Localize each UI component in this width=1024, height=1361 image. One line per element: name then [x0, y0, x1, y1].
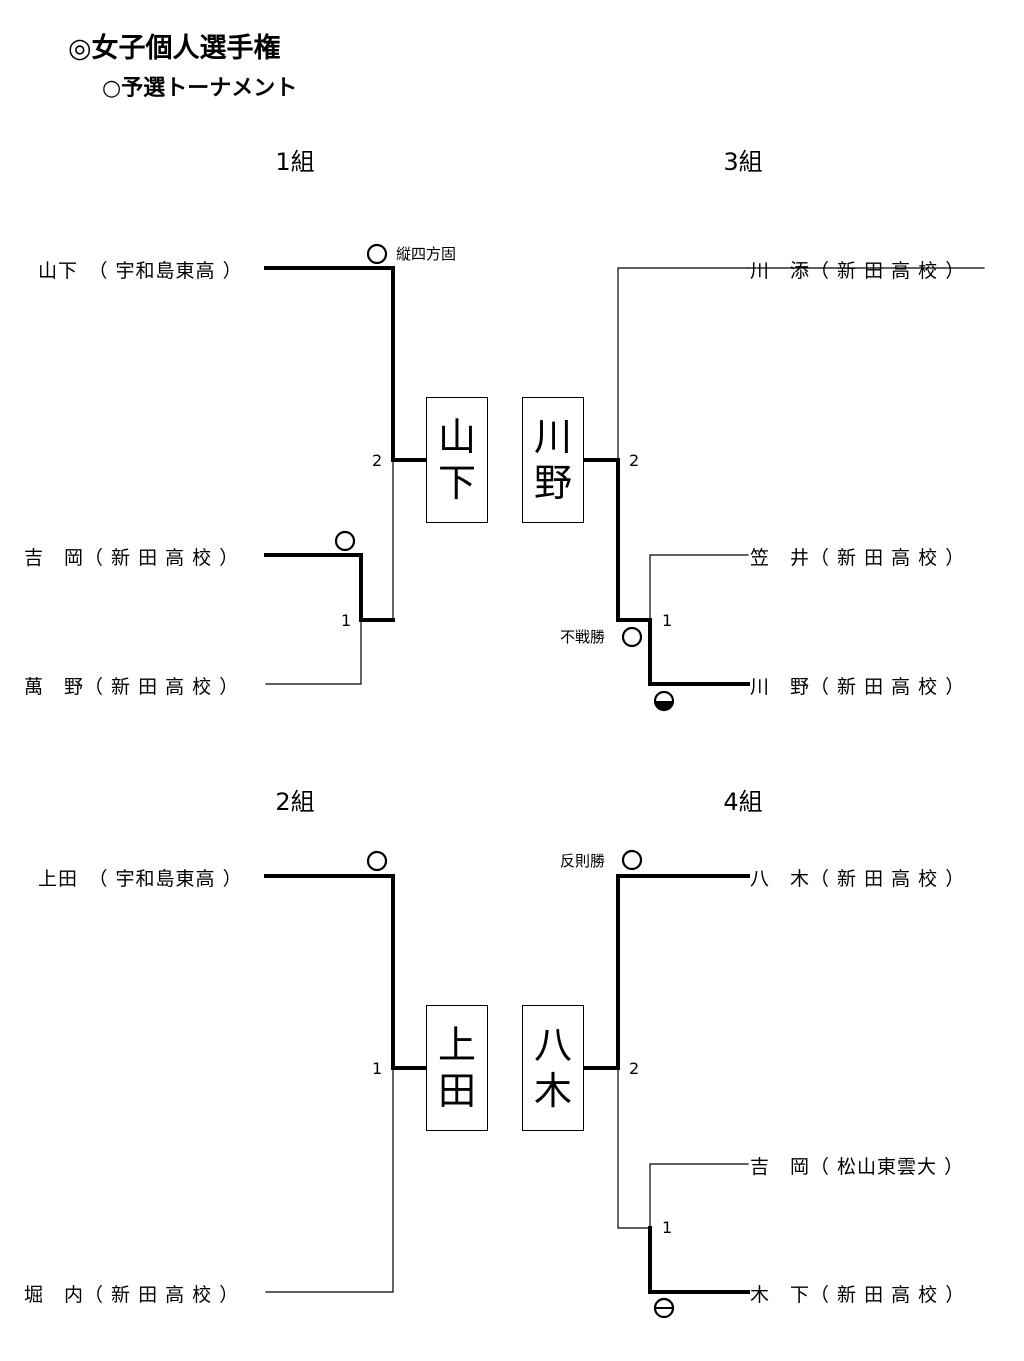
group-2-winner-box: 上 田	[426, 1005, 488, 1131]
g3-loser-line	[617, 267, 749, 461]
g4-winner-path	[584, 874, 750, 1070]
player-name-withdrawn: 川 添（ 新 田 高 校 ）	[750, 260, 966, 282]
player-name: 上田 （ 宇和島東高 ）	[38, 868, 243, 890]
g1-semifinal-winner-path	[264, 553, 395, 622]
player-name: 萬 野（ 新 田 高 校 ）	[24, 676, 240, 698]
winner-char: 野	[533, 461, 572, 505]
player-name: 吉 岡（ 新 田 高 校 ）	[24, 547, 240, 569]
player-name: 川 野（ 新 田 高 校 ）	[750, 676, 966, 698]
winner-char: 川	[533, 415, 572, 459]
win-mark-icon	[366, 850, 388, 872]
player-name: 八 木（ 新 田 高 校 ）	[750, 868, 966, 890]
g1-winner-path	[264, 266, 428, 462]
winner-char: 下	[437, 461, 476, 505]
group-3-winner-box: 川 野	[522, 397, 584, 523]
group-3-label: 3組	[723, 148, 763, 176]
page-subtitle: ○予選トーナメント	[102, 76, 298, 101]
player-name: 木 下（ 新 田 高 校 ）	[750, 1284, 966, 1306]
g1-semifinal-loser-line	[265, 619, 362, 685]
result-note: 不戦勝	[560, 628, 606, 646]
winner-char: 木	[533, 1069, 572, 1113]
match-number: 2	[372, 451, 383, 470]
player-name: 山下 （ 宇和島東高 ）	[38, 260, 243, 282]
line-win-mark-icon	[653, 1297, 675, 1319]
g3-winner-path	[584, 458, 750, 686]
win-mark-icon	[621, 849, 643, 871]
match-number: 2	[629, 451, 640, 470]
g4-semifinal-loser-line	[649, 1163, 749, 1229]
match-number: 1	[372, 1059, 383, 1078]
player-name: 吉 岡（ 松山東雲大 ）	[750, 1156, 965, 1178]
win-mark-icon	[366, 243, 388, 265]
winner-char: 八	[533, 1023, 572, 1067]
group-2-label: 2組	[275, 788, 315, 816]
page-title: ◎女子個人選手権	[68, 33, 281, 64]
win-mark-icon	[621, 626, 643, 648]
match-number: 2	[629, 1059, 640, 1078]
winner-char: 山	[437, 415, 476, 459]
g3-semifinal-loser-line	[649, 554, 749, 621]
group-4-winner-box: 八 木	[522, 1005, 584, 1131]
result-note: 縦四方固	[396, 245, 457, 263]
winner-char: 田	[437, 1069, 476, 1113]
match-number: 1	[662, 1218, 673, 1237]
win-mark-icon	[334, 530, 356, 552]
group-4-label: 4組	[723, 788, 763, 816]
group-1-label: 1組	[275, 148, 315, 176]
player-name: 笠 井（ 新 田 高 校 ）	[750, 547, 966, 569]
player-name: 堀 内（ 新 田 高 校 ）	[24, 1284, 240, 1306]
winner-char: 上	[437, 1023, 476, 1067]
g4-semifinal-winner-path	[648, 1226, 750, 1294]
g2-winner-path	[264, 874, 428, 1070]
half-win-mark-icon	[653, 690, 675, 712]
match-number: 1	[341, 611, 352, 630]
match-number: 1	[662, 611, 673, 630]
g2-loser-line	[265, 1067, 394, 1293]
group-1-winner-box: 山 下	[426, 397, 488, 523]
result-note: 反則勝	[560, 852, 606, 870]
g4-final-loser-line	[617, 1067, 651, 1229]
